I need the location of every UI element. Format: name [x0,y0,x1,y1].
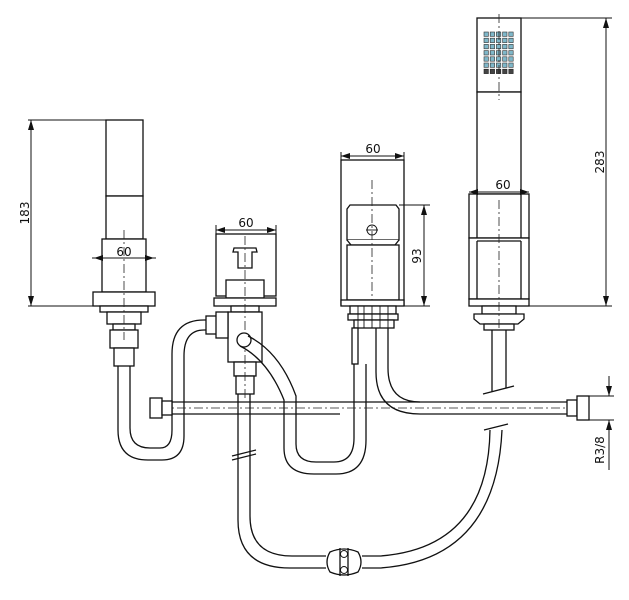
handshower-width-dimension: 60 [469,178,529,195]
mixer-bolt [351,327,359,365]
nozzle [483,62,489,68]
spout-height-dimension: 183 [18,119,106,307]
bottom-hose-break [231,449,257,457]
mixer-handle-bevel [346,239,400,246]
nozzle [483,68,489,74]
nozzle [489,50,495,56]
nozzle [496,37,502,43]
nozzle [489,62,495,68]
spout-upper-body [105,119,144,197]
nozzle [496,68,502,74]
valve-hose-outer [239,345,367,475]
nozzle [508,56,514,62]
nozzle [502,62,508,68]
break-line [482,385,515,395]
handshower-hose-break [483,423,509,431]
nozzle [502,44,508,50]
nozzle [508,50,514,56]
valve-hose-inner [247,335,355,463]
nozzle [496,44,502,50]
nozzle [502,68,508,74]
nozzle [502,31,508,37]
thread-label: R3/8 [593,436,607,464]
nozzle [502,37,508,43]
spout-width-dimension: 60 [92,245,156,261]
thread-dimension: R3/8 [589,376,614,470]
right-hose-nut [576,395,590,421]
nozzle [483,50,489,56]
nozzle-grid [483,31,514,74]
nozzle [483,56,489,62]
nozzle [489,37,495,43]
right-hose-ferrule [566,399,578,417]
nozzle [508,44,514,50]
hoses [117,311,590,576]
nozzle [489,68,495,74]
mixer [340,159,405,365]
spout [92,119,156,367]
valve-left-nut [215,311,229,339]
mixer-plate [349,305,397,315]
hose-weight [326,548,362,576]
handshower-hose-inner [362,429,491,557]
mixer-body [346,244,400,301]
handshower-handle [476,91,522,195]
nozzle [489,31,495,37]
bottom-hose-outer [237,394,326,569]
mixer-hose-inner [387,328,421,403]
handshower-height-label: 283 [593,151,607,174]
valve-side-outlet [236,332,252,348]
nozzle [508,62,514,68]
spout-hose-inner [129,319,210,449]
nozzle [502,50,508,56]
spout-lower-body [105,195,144,240]
mixer-width-label: 60 [365,142,380,156]
mixer-height-label: 93 [410,248,424,263]
nozzle [502,56,508,62]
left-hose-ferrule [161,400,173,416]
diverter-valve [213,233,277,400]
mixer-nut-plate [347,313,399,321]
valve-width-dimension: 60 [215,216,277,234]
nozzle [483,44,489,50]
nozzle [483,37,489,43]
spout-ferrule [113,347,135,367]
nozzle [508,37,514,43]
nozzle [483,31,489,37]
mixer-fittings [353,319,395,329]
mixer-width-dimension: 60 [340,142,405,160]
handshower-height-dimension: 283 [521,17,612,307]
nozzle [496,31,502,37]
valve-width-label: 60 [238,216,253,230]
mixer-height-dimension: 93 [399,204,430,307]
left-hose-nut [149,397,163,419]
spout-hose-outer [117,329,210,461]
mixer-hose-outer [375,328,570,415]
nozzle [489,44,495,50]
handshower [468,14,530,395]
nozzle [508,68,514,74]
nozzle [489,56,495,62]
nozzle [496,62,502,68]
handshower-hose-outer [362,429,503,569]
nozzle [508,31,514,37]
spout-width-label: 60 [116,245,131,259]
nozzle [496,56,502,62]
handshower-width-label: 60 [495,178,510,192]
mixer-base [340,299,405,307]
nozzle [496,50,502,56]
spout-height-label: 183 [18,202,32,225]
bottom-hose-inner [249,394,326,557]
